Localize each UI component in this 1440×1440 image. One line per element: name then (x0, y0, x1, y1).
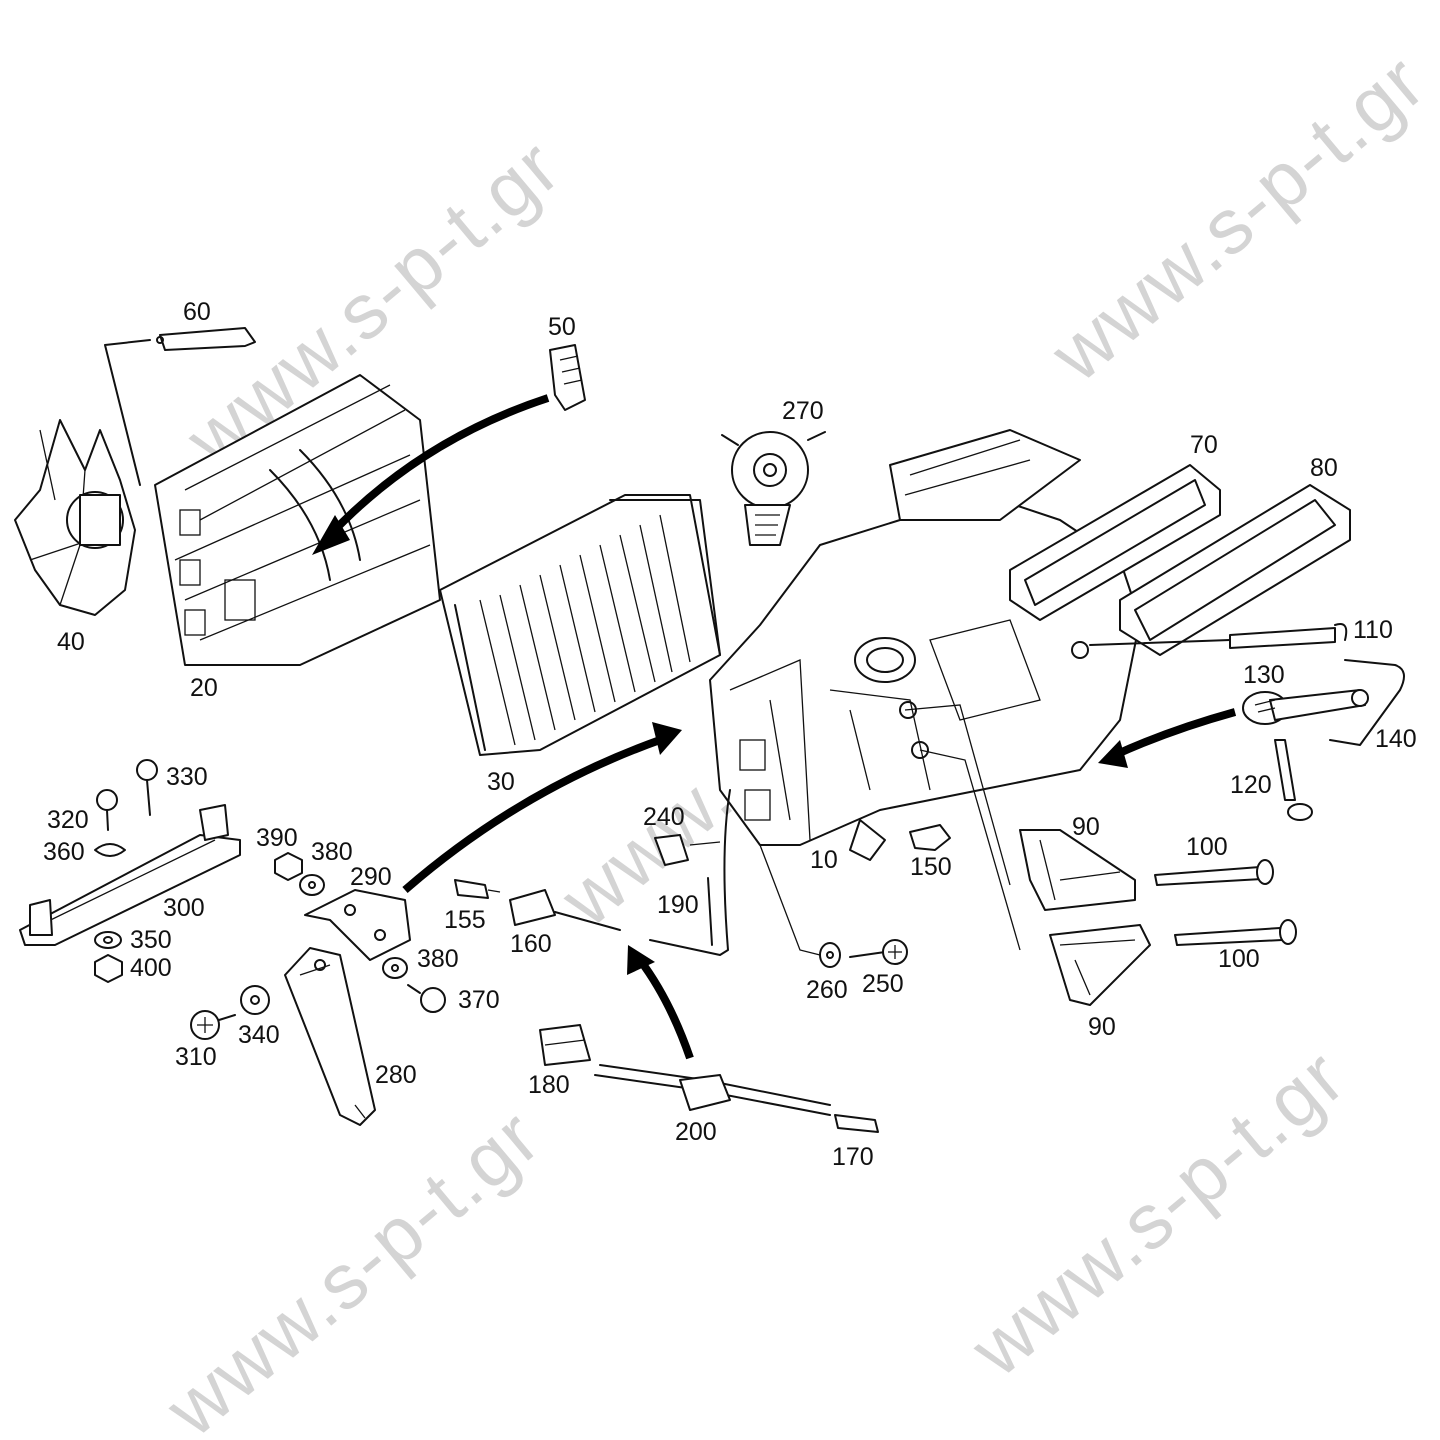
part-20-housing (154, 374, 441, 666)
callout-350: 350 (130, 926, 172, 954)
callout-370: 370 (458, 986, 500, 1014)
arrow-130-to-10 (1113, 708, 1237, 759)
part-180-plug (539, 1024, 591, 1066)
callout-50: 50 (548, 313, 576, 341)
part-50-connector (549, 344, 586, 411)
leader-lines (759, 704, 1021, 956)
callout-380-lower: 380 (417, 945, 459, 973)
part-350-washer (94, 931, 122, 949)
part-160-plug (509, 889, 621, 931)
part-40-fan (14, 339, 151, 616)
callout-170: 170 (832, 1143, 874, 1171)
callout-100-lower: 100 (1218, 945, 1260, 973)
callout-390: 390 (256, 824, 298, 852)
callout-140: 140 (1375, 725, 1417, 753)
part-100-bolt-upper (1154, 859, 1274, 886)
watermark-bottom-left: www.s-p-t.gr (149, 1092, 557, 1440)
watermark-bottom-right: www.s-p-t.gr (954, 1032, 1362, 1394)
part-360-clip (94, 843, 126, 857)
callout-155: 155 (444, 906, 486, 934)
part-260-washer (819, 942, 841, 968)
part-200-harness (594, 1064, 831, 1116)
callout-330: 330 (166, 763, 208, 791)
part-250-screw (849, 939, 908, 965)
arrow-50-to-20 (327, 394, 550, 538)
part-110-rod (1089, 623, 1348, 649)
callout-300: 300 (163, 894, 205, 922)
callout-380-upper: 380 (311, 838, 353, 866)
part-310-screw (190, 1010, 236, 1040)
part-130-lever (1242, 689, 1369, 725)
part-370-screw (407, 984, 446, 1013)
part-30-heat-exchanger (439, 494, 721, 756)
part-90-flap-lower (1049, 924, 1151, 1006)
part-280-bracket (284, 947, 376, 1126)
callout-360: 360 (43, 838, 85, 866)
callout-70: 70 (1190, 431, 1218, 459)
callout-90-upper: 90 (1072, 813, 1100, 841)
part-190-rod (649, 789, 731, 956)
part-120-pin (1274, 739, 1313, 821)
callout-10: 10 (810, 846, 838, 874)
callout-190: 190 (657, 891, 699, 919)
assembly-arrows (312, 394, 1237, 1060)
part-330-screw (136, 759, 158, 816)
part-170-terminal (834, 1114, 879, 1133)
callout-60: 60 (183, 298, 211, 326)
arrow-290-to-10 (402, 736, 662, 894)
part-100-bolt-lower (1174, 919, 1297, 946)
callout-240: 240 (643, 803, 685, 831)
callout-200: 200 (675, 1118, 717, 1146)
part-300-bracket (19, 804, 241, 946)
part-70-frame (1009, 464, 1221, 621)
part-380-washer-lower (382, 957, 408, 979)
callout-290: 290 (350, 863, 392, 891)
part-90-flap-upper (1019, 829, 1136, 911)
part-240-clip (654, 834, 721, 866)
callout-130: 130 (1243, 661, 1285, 689)
callout-310: 310 (175, 1043, 217, 1071)
part-140-wire (1329, 659, 1405, 746)
part-270-motor (721, 431, 826, 546)
callout-110: 110 (1353, 616, 1393, 644)
part-320-screw (96, 789, 118, 831)
callout-250: 250 (862, 970, 904, 998)
callout-90-lower: 90 (1088, 1013, 1116, 1041)
callout-340: 340 (238, 1021, 280, 1049)
callout-270: 270 (782, 397, 824, 425)
callout-120: 120 (1230, 771, 1272, 799)
callout-160: 160 (510, 930, 552, 958)
part-60-clip (156, 327, 256, 351)
part-290-bracket (304, 889, 411, 961)
part-155-terminal (454, 879, 501, 899)
part-340-washer (240, 985, 270, 1015)
callout-80: 80 (1310, 454, 1338, 482)
callout-400: 400 (130, 954, 172, 982)
part-150-grommet (909, 824, 951, 851)
callout-100-upper: 100 (1186, 833, 1228, 861)
watermark-top-right: www.s-p-t.gr (1034, 37, 1440, 399)
part-400-nut (94, 954, 123, 983)
part-80-frame (1119, 484, 1351, 656)
callout-30: 30 (487, 768, 515, 796)
callout-40: 40 (57, 628, 85, 656)
arrow-200-to-160 (636, 957, 694, 1060)
callout-150: 150 (910, 853, 952, 881)
callout-labels: 10 20 30 40 50 60 70 80 90 90 100 100 11… (43, 298, 1417, 1171)
callout-20: 20 (190, 674, 218, 702)
part-390-nut (274, 852, 303, 881)
callout-260: 260 (806, 976, 848, 1004)
callout-180: 180 (528, 1071, 570, 1099)
callout-280: 280 (375, 1061, 417, 1089)
part-380-washer-upper (299, 874, 325, 896)
callout-320: 320 (47, 806, 89, 834)
